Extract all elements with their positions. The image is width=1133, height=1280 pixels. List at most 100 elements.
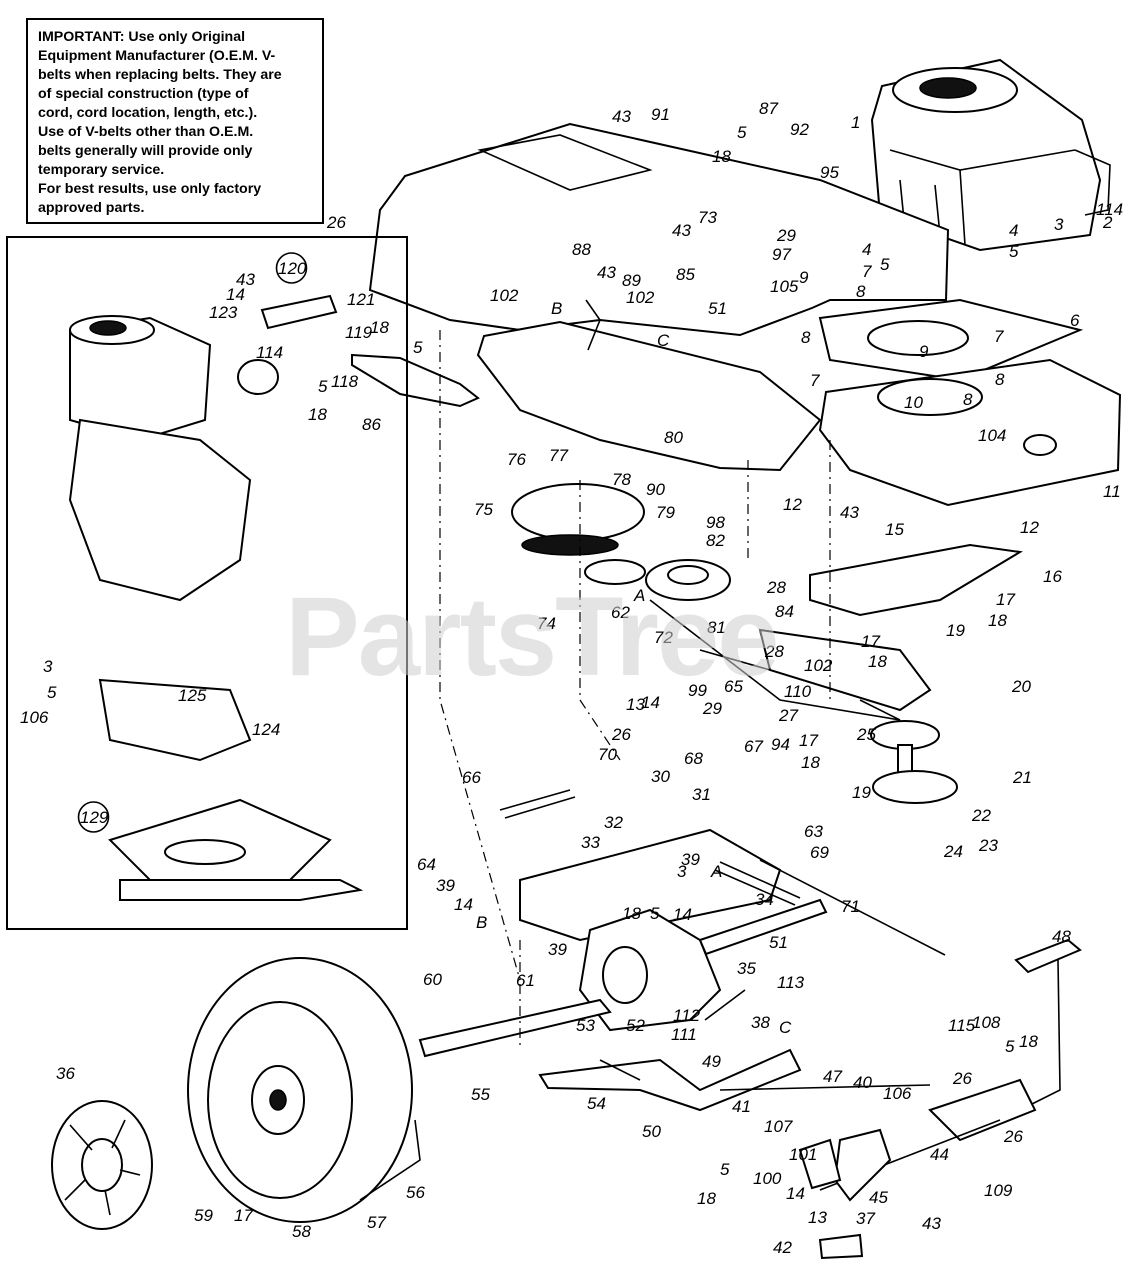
part-callout: 39: [681, 850, 700, 869]
part-callout: 18: [1019, 1032, 1038, 1051]
part-callout: B: [551, 299, 562, 318]
part-callout: 111: [671, 1025, 697, 1044]
part-callout: 125: [178, 686, 207, 705]
part-callout: 1: [851, 113, 860, 132]
part-callout: 98: [706, 513, 725, 532]
part-callout: 43: [236, 270, 255, 289]
part-callout: 5: [737, 123, 747, 142]
transmission: [418, 828, 828, 1112]
part-callout: 43: [612, 107, 631, 126]
part-callout: 82: [706, 531, 725, 550]
part-callout: 57: [367, 1213, 386, 1232]
inset-frame: [6, 236, 408, 930]
part-callout: 43: [597, 263, 616, 282]
part-callout: 22: [971, 806, 991, 825]
part-callout: 7: [994, 327, 1004, 346]
part-callout: 4: [1009, 221, 1018, 240]
part-callout: 106: [20, 708, 49, 727]
inset-engine-drawing: [68, 294, 364, 901]
part-callout: 119: [345, 323, 373, 342]
part-callout: 37: [856, 1209, 875, 1228]
part-callout: 69: [810, 843, 829, 862]
part-callout: 8: [995, 370, 1005, 389]
part-callout: 114: [1096, 200, 1123, 219]
lever-arm: [758, 628, 932, 712]
note-line: of special construction (type of: [38, 86, 249, 102]
alignment-lines: [439, 330, 831, 1050]
part-callout: 50: [642, 1122, 661, 1141]
part-callout: 65: [724, 677, 743, 696]
part-callout: 58: [292, 1222, 311, 1241]
part-callout: 59: [194, 1206, 213, 1225]
part-callout: 19: [946, 621, 965, 640]
part-callout: 88: [572, 240, 591, 259]
part-callout: 49: [702, 1052, 721, 1071]
part-callout: 9: [799, 268, 809, 287]
part-callout: 86: [362, 415, 381, 434]
note-line: cord, cord location, length, etc.).: [38, 105, 258, 121]
pedal-linkage: [719, 938, 1082, 1260]
part-callout: 11: [1103, 482, 1121, 501]
part-callout: 75: [474, 500, 493, 519]
pulley-21: [870, 720, 958, 804]
part-callout: 54: [587, 1094, 606, 1113]
note-line: temporary service.: [38, 162, 165, 178]
part-callout: 39: [436, 876, 455, 895]
part-callout: 87: [759, 99, 778, 118]
pulley-assembly: [511, 483, 901, 721]
part-callout: C: [779, 1018, 792, 1037]
part-callout: 28: [764, 642, 784, 661]
part-callout: 106: [883, 1084, 912, 1103]
part-callout: 60: [423, 970, 442, 989]
part-callout: 18: [370, 318, 389, 337]
part-callout: 3: [677, 862, 687, 881]
part-callout: 43: [922, 1214, 941, 1233]
part-callout: A: [710, 862, 722, 881]
part-callout: 104: [978, 426, 1006, 445]
part-callout: 14: [641, 693, 660, 712]
part-callout: 67: [744, 737, 763, 756]
part-callout: 5: [880, 255, 890, 274]
part-callout: 113: [777, 973, 805, 992]
note-line: Use of V-belts other than O.E.M.: [38, 124, 254, 140]
part-callout: 18: [988, 611, 1007, 630]
part-callout: 18: [868, 652, 887, 671]
note-line: belts generally will provide only: [38, 143, 253, 159]
part-callout: 3: [1054, 215, 1064, 234]
hubcap: [51, 1100, 153, 1230]
part-callout: 47: [823, 1067, 842, 1086]
part-callout: 8: [856, 282, 866, 301]
part-callout: 89: [622, 271, 641, 290]
note-line: approved parts.: [38, 200, 145, 216]
part-callout: 26: [1003, 1127, 1023, 1146]
part-callout: 18: [801, 753, 820, 772]
part-callout: 95: [820, 163, 839, 182]
part-callout: 33: [581, 833, 600, 852]
part-callout: 78: [612, 470, 631, 489]
part-callout: 40: [853, 1073, 872, 1092]
part-callout: 27: [778, 706, 798, 725]
part-callout: 121: [347, 290, 375, 309]
part-callout: 101: [789, 1145, 817, 1164]
part-callout: 17: [861, 632, 880, 651]
part-callout: 53: [576, 1016, 595, 1035]
part-callout: 41: [732, 1097, 751, 1116]
part-callout: 13: [626, 695, 645, 714]
part-callout: 70: [598, 745, 617, 764]
part-callout: 18: [697, 1189, 716, 1208]
part-callout: 24: [943, 842, 963, 861]
part-callout: 36: [56, 1064, 75, 1083]
springs: [499, 789, 946, 1081]
part-callout: 23: [978, 836, 998, 855]
part-callout: 79: [656, 503, 675, 522]
part-callout: 14: [673, 905, 692, 924]
rear-wheel: [187, 957, 421, 1223]
part-callout: 19: [852, 783, 871, 802]
part-callout: 14: [454, 895, 473, 914]
part-callout: 71: [841, 897, 860, 916]
part-callout: 6: [1070, 311, 1080, 330]
part-callout: 97: [772, 245, 791, 264]
part-callout: 110: [784, 682, 812, 701]
part-callout: 17: [996, 590, 1015, 609]
